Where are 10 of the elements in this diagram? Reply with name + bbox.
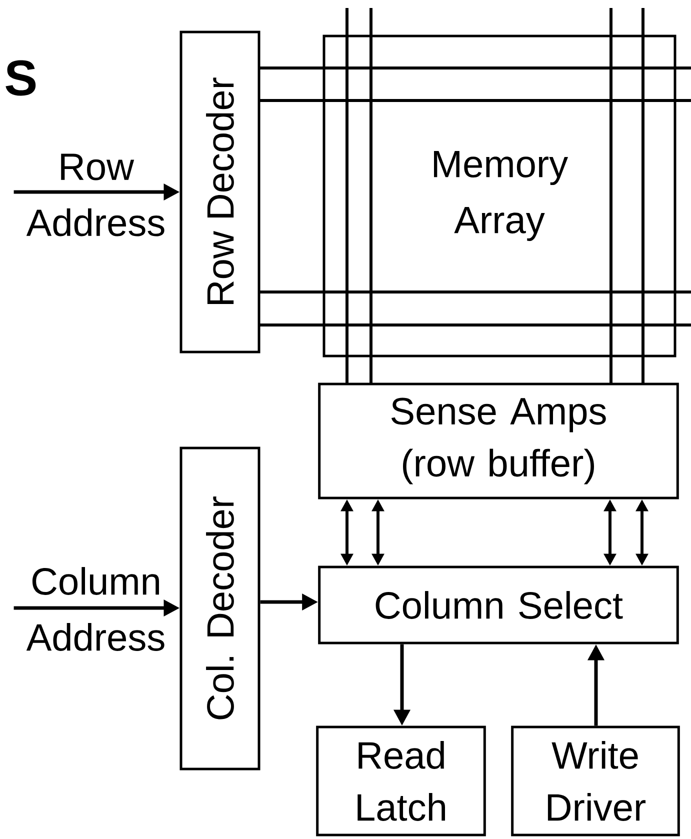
process-box: Write Driver [511,726,680,836]
heading-text: S [6,60,36,96]
process-box: Read Latch [316,726,486,836]
process-box: Sense Amps (row buffer) [318,382,679,500]
decoder-box: Row Decoder [180,30,260,354]
decoder-box: Col. Decoder [180,446,260,770]
signal-label: Row Address [26,154,164,236]
signal-label: Column Address [26,567,164,651]
memory-array-box: Memory Array [322,34,676,358]
process-box: Column Select [318,566,679,644]
